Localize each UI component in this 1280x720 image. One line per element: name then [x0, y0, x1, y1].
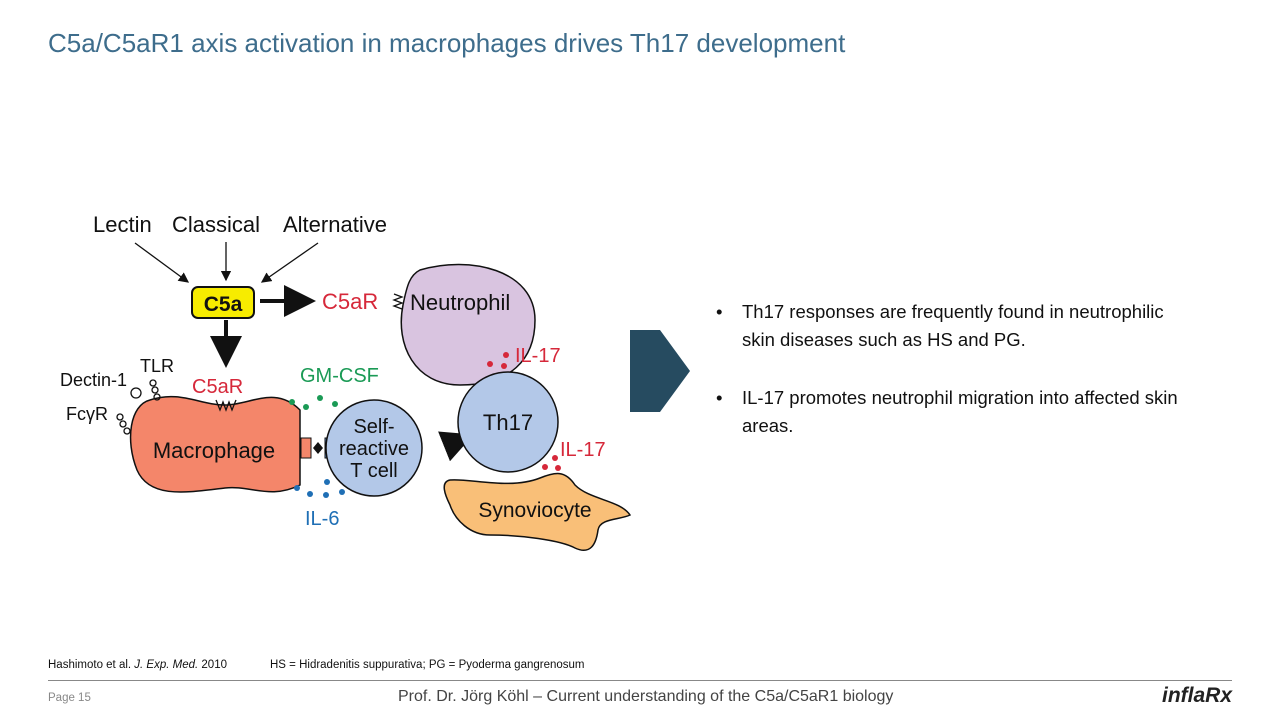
self-reactive-t-cell	[325, 399, 423, 497]
abbreviations: HS = Hidradenitis suppurativa; PG = Pyod…	[270, 659, 585, 671]
label-dectin1: Dectin-1	[60, 370, 127, 390]
logo-text-rx: Rx	[1205, 684, 1233, 707]
reference-year: 2010	[198, 659, 227, 671]
reference-authors: Hashimoto et al.	[48, 659, 135, 671]
label-neutrophil: Neutrophil	[410, 290, 510, 315]
arrow-lectin	[134, 242, 190, 283]
label-il6: IL-6	[305, 508, 339, 530]
label-tcell-1: Self-	[353, 416, 394, 438]
bullet-item: •Th17 responses are frequently found in …	[716, 298, 1186, 354]
surface-receptors-icon	[116, 379, 161, 435]
page-number: Page 15	[48, 692, 91, 704]
slide-title: C5a/C5aR1 axis activation in macrophages…	[48, 28, 846, 58]
th17-cell	[457, 371, 559, 473]
label-il17-bottom: IL-17	[560, 439, 606, 461]
label-c5a: C5a	[204, 293, 243, 316]
reference: Hashimoto et al. J. Exp. Med. 2010	[48, 659, 227, 671]
footer-divider	[48, 680, 1232, 681]
receptor-icon	[392, 293, 404, 310]
label-alternative: Alternative	[283, 212, 387, 237]
logo-text: infla	[1162, 684, 1206, 707]
label-classical: Classical	[172, 212, 260, 237]
il17-bottom-dots	[542, 455, 561, 471]
label-c5ar-macrophage: C5aR	[192, 376, 243, 398]
label-gm-csf: GM-CSF	[300, 365, 379, 387]
arrow-alternative	[260, 242, 319, 283]
il17-top-dots	[487, 352, 509, 369]
bullet-text: IL-17 promotes neutrophil migration into…	[742, 387, 1178, 436]
label-fcgr: FcγR	[66, 404, 108, 424]
c5a-pathway-diagram: Lectin Classical Alternative C5a C5aR Ne…	[60, 212, 632, 551]
label-tcell-3: T cell	[350, 460, 397, 482]
bullet-item: •IL-17 promotes neutrophil migration int…	[716, 384, 1186, 440]
bullet-list: •Th17 responses are frequently found in …	[716, 298, 1186, 470]
il6-dots	[294, 479, 345, 498]
label-lectin: Lectin	[93, 212, 152, 237]
bullet-text: Th17 responses are frequently found in n…	[742, 301, 1164, 350]
footer-text: Prof. Dr. Jörg Köhl – Current understand…	[398, 688, 894, 705]
label-il17-top: IL-17	[515, 345, 561, 367]
c5ar-receptor-icon	[215, 399, 237, 412]
macrophage-cell	[129, 395, 301, 493]
gm-csf-dots	[289, 395, 338, 410]
synoviocyte-cell	[443, 472, 632, 551]
right-arrow-icon	[630, 330, 690, 412]
label-synoviocyte: Synoviocyte	[478, 499, 591, 522]
label-th17: Th17	[483, 410, 533, 435]
label-macrophage: Macrophage	[153, 438, 275, 463]
reference-journal: J. Exp. Med.	[134, 659, 199, 671]
label-tlr: TLR	[140, 356, 174, 376]
c5a-box	[191, 286, 255, 319]
inflarx-logo: inflaRx	[1162, 684, 1232, 708]
label-tcell-2: reactive	[339, 438, 409, 460]
label-c5ar-neutrophil: C5aR	[322, 289, 378, 314]
